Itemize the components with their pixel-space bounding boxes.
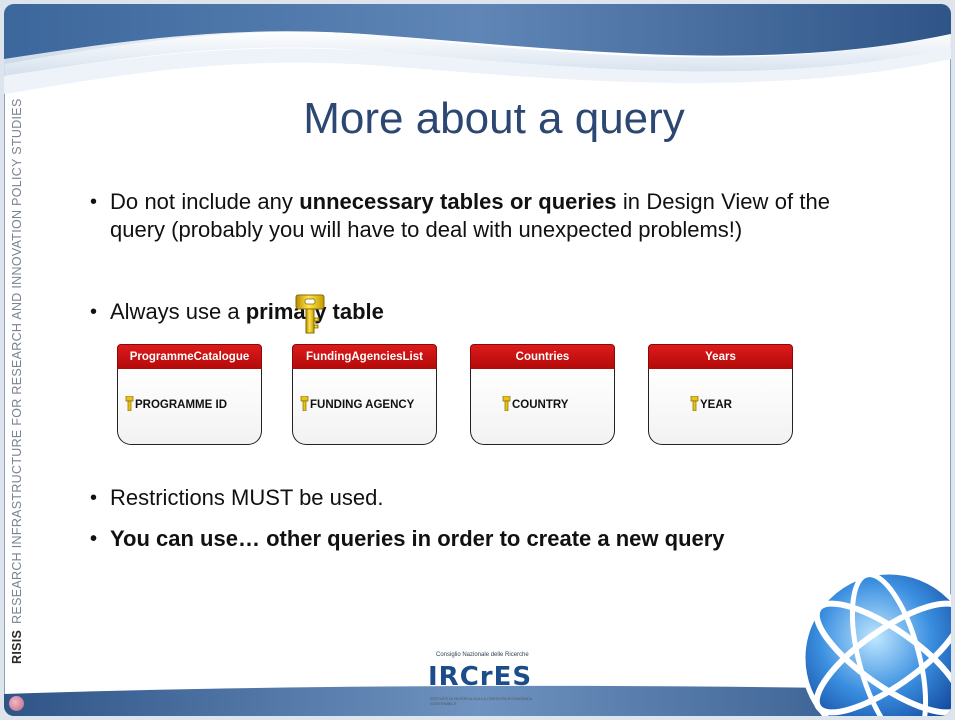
key-icon: [300, 395, 309, 412]
bullet-item: • Restrictions MUST be used.: [90, 484, 830, 512]
side-label: RISIS RESEARCH INFRASTRUCTURE FOR RESEARC…: [7, 62, 27, 682]
table-header: Countries: [470, 344, 615, 370]
bullet-text: Restrictions MUST be used.: [110, 485, 384, 510]
table-header: FundingAgenciesList: [292, 344, 437, 370]
top-wave-decoration: [4, 4, 951, 94]
bullet-marker: •: [90, 487, 98, 509]
globe-icon: [800, 569, 951, 716]
table-field: FUNDING AGENCY: [292, 395, 445, 412]
risis-logo-icon: [9, 696, 24, 711]
table-card: Countries COUNTRY: [470, 344, 615, 445]
table-header: Years: [648, 344, 793, 370]
slide-title: More about a query: [303, 94, 685, 143]
table-field: COUNTRY: [470, 395, 647, 412]
table-body: [648, 369, 793, 445]
table-field: YEAR: [648, 395, 835, 412]
bullet-marker: •: [90, 191, 98, 213]
bullet-text-part: Do not include any: [110, 189, 300, 214]
bullet-text-part: Always use a: [110, 299, 246, 324]
bullet-text-emphasis: unnecessary tables or queries: [299, 189, 617, 214]
table-body: [470, 369, 615, 445]
logo-org-name: Consiglio Nazionale delle Ricerche: [436, 652, 529, 658]
table-field-label: YEAR: [700, 399, 732, 411]
key-icon: [295, 294, 325, 334]
bullet-text: Always use a primary table: [90, 298, 830, 326]
key-icon: [125, 395, 134, 412]
table-body: [292, 369, 437, 445]
table-card: Years YEAR: [648, 344, 793, 445]
bullet-text: You can use… other queries in order to c…: [110, 526, 725, 551]
bullet-item: • Always use a primary table: [90, 298, 830, 326]
side-label-brand: RISIS: [10, 629, 24, 664]
bullet-item: • Do not include any unnecessary tables …: [90, 188, 830, 244]
bullet-text-part: in Design View of the query (probably yo…: [110, 189, 830, 242]
table-field: PROGRAMME ID: [117, 395, 270, 412]
bullet-item: • You can use… other queries in order to…: [90, 525, 830, 553]
table-card: FundingAgenciesList FUNDING AGENCY: [292, 344, 437, 445]
key-icon: [690, 395, 699, 412]
logo-tagline: ISTITUTO DI RICERCA SULLA CRESCITA ECONO…: [430, 696, 533, 706]
ircres-logo: Consiglio Nazionale delle Ricerche IRCrE…: [422, 652, 542, 714]
bullet-marker: •: [90, 528, 98, 550]
table-header: ProgrammeCatalogue: [117, 344, 262, 370]
table-field-label: FUNDING AGENCY: [310, 399, 415, 411]
table-card: ProgrammeCatalogue PROGRAMME ID: [117, 344, 262, 445]
table-field-label: COUNTRY: [512, 399, 569, 411]
table-field-label: PROGRAMME ID: [135, 399, 227, 411]
key-icon: [502, 395, 511, 412]
logo-mark: IRCrES: [428, 662, 533, 692]
table-body: [117, 369, 262, 445]
side-label-text: RESEARCH INFRASTRUCTURE FOR RESEARCH AND…: [10, 98, 24, 624]
bullet-text: Do not include any unnecessary tables or…: [90, 188, 830, 244]
bullet-marker: •: [90, 301, 98, 323]
bottom-band-decoration: [4, 685, 951, 716]
slide-frame: RISIS RESEARCH INFRASTRUCTURE FOR RESEARC…: [4, 4, 951, 716]
